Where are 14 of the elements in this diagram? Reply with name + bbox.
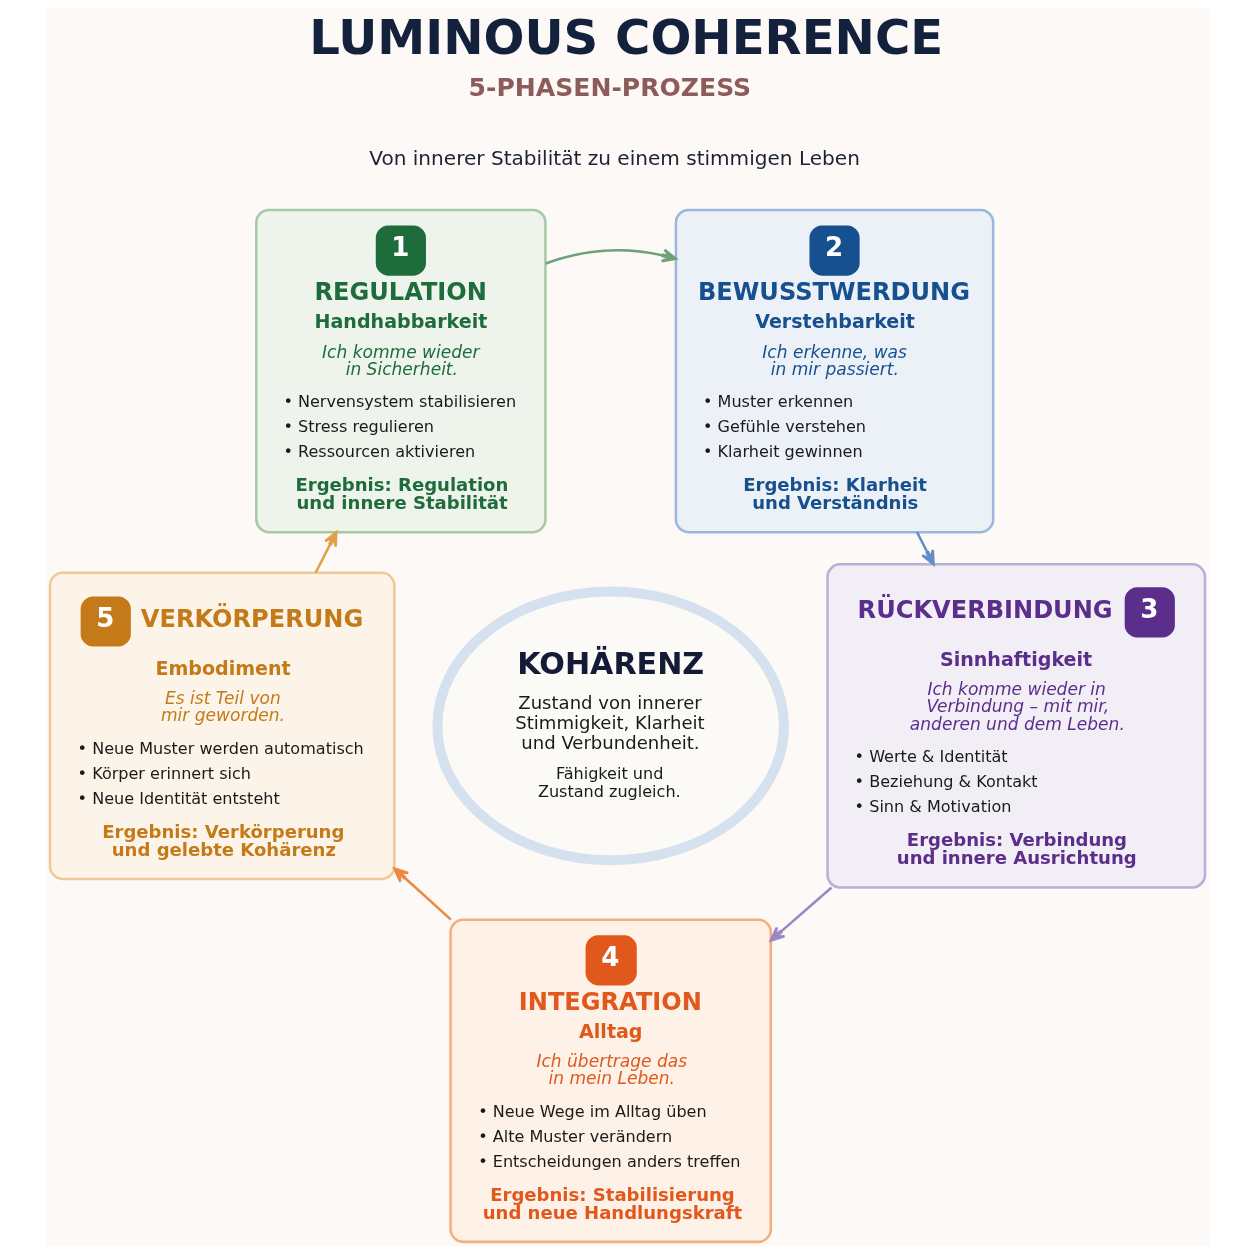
node-box: 1 REGULATION Handhabbarkeit Ich komme wieder in Sicherheit. • Nervensystem stabilisieren • Stress regulieren • Ressourcen aktivieren Ergebnis: Regulation und innere Stabilität: [254, 208, 547, 534]
arrow: [769, 886, 832, 942]
arrow: [915, 531, 935, 566]
label: 5-PHASEN-PROZESS: [468, 73, 751, 103]
node-ellipse: KOHÄRENZ Zustand von innerer Stimmigkeit, Klarheit und Verbundenheit. Fähigkeit und Zustand zugleich.: [431, 586, 789, 866]
node-box: 5 VERKÖRPERUNG Embodiment Es ist Teil von mir geworden. • Neue Muster werden automatisch • Körper erinnert sich • Neue Identität entsteht Ergebnis: Verkörperung und gelebte Kohärenz: [48, 571, 396, 881]
node-box: 2 BEWUSSTWERDUNG Verstehbarkeit Ich erkenne, was in mir passiert. • Muster erkennen • Gefühle verstehen • Klarheit gewinnen Ergebnis: Klarheit und Verständnis: [674, 208, 994, 534]
arrow: [392, 867, 452, 921]
node-box: RÜCKVERBINDUNG 3 Sinnhaftigkeit Ich komme wieder in Verbindung – mit mir, anderen und dem Leben. • Werte & Identität • Beziehung & Kontakt • Sinn & Motivation Ergebnis: Verbindung und innere Ausrichtung: [825, 563, 1206, 889]
arrow: [544, 248, 677, 265]
diagram-title: LUMINOUS COHERENCE: [308, 8, 943, 65]
arrow: [314, 530, 337, 574]
node-box: 4 INTEGRATION Alltag Ich übertrage das in mein Leben. • Neue Wege im Alltag üben • Alte Muster verändern • Entscheidungen anders treffen Ergebnis: Stabilisierung und neue Handlungskraft: [448, 918, 772, 1244]
label: Von innerer Stabilität zu einem stimmigen Leben: [368, 145, 860, 170]
